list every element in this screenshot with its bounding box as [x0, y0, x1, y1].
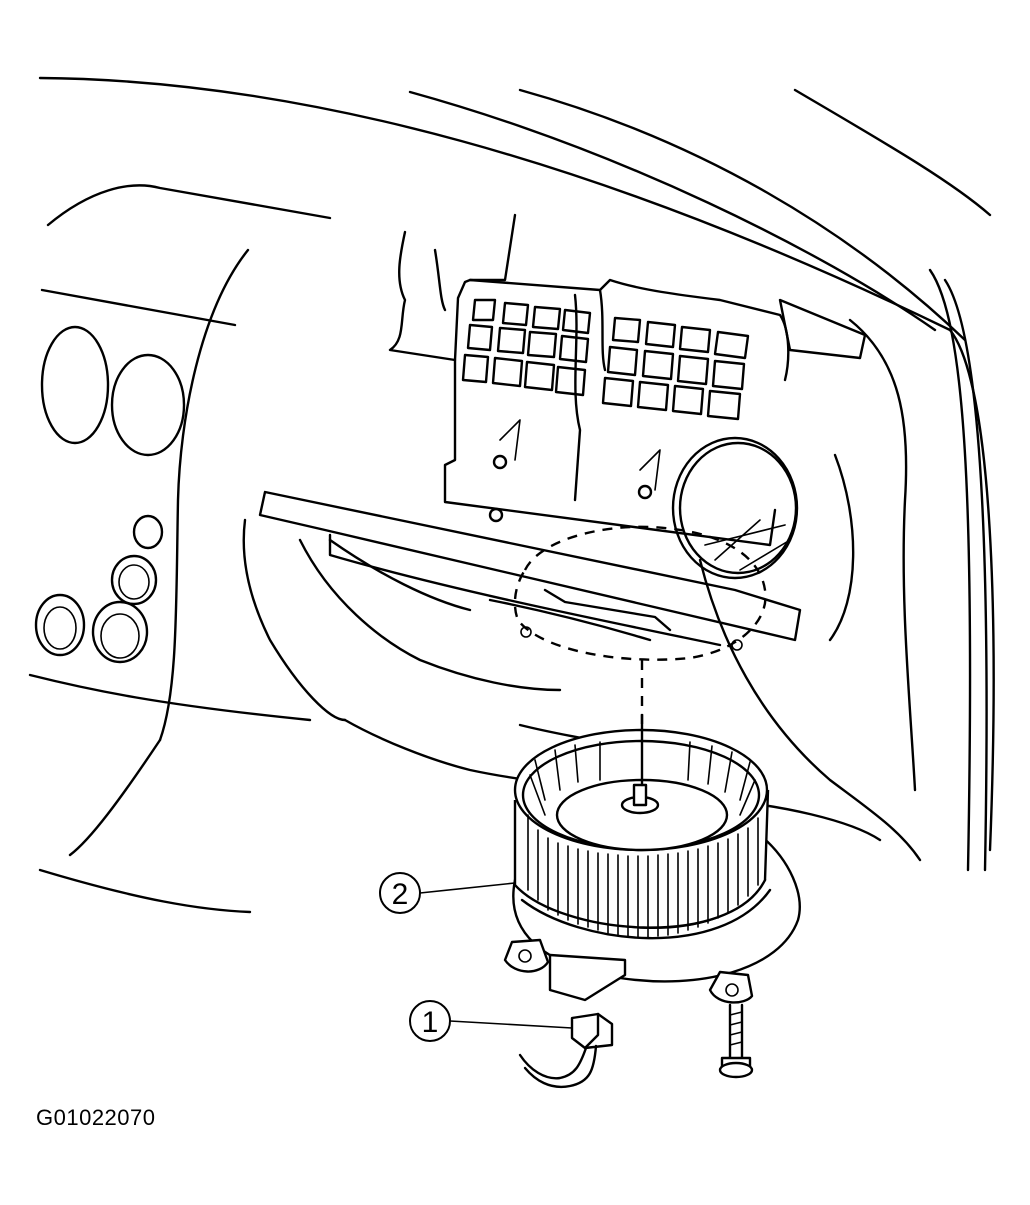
callout-2-number: 2 [392, 878, 409, 911]
dashboard-top-outline [38, 76, 995, 872]
fan-blades [527, 741, 759, 938]
instrument-panel [28, 184, 332, 914]
blower-case-flange [258, 490, 802, 647]
hvac-housing [388, 213, 790, 547]
callout-1: 1 [409, 1000, 573, 1042]
blower-outlet-opening [671, 436, 799, 580]
figure-code: G01022070 [36, 1105, 156, 1130]
blower-mounting-ring-dashed [513, 525, 767, 740]
left-vent-grille [461, 298, 592, 397]
callout-1-number: 1 [422, 1006, 439, 1039]
right-vent-grille [601, 316, 750, 421]
electrical-connector [518, 1012, 614, 1089]
callout-2: 2 [379, 872, 516, 914]
blower-motor [503, 713, 801, 1004]
mounting-screw [718, 1003, 754, 1079]
